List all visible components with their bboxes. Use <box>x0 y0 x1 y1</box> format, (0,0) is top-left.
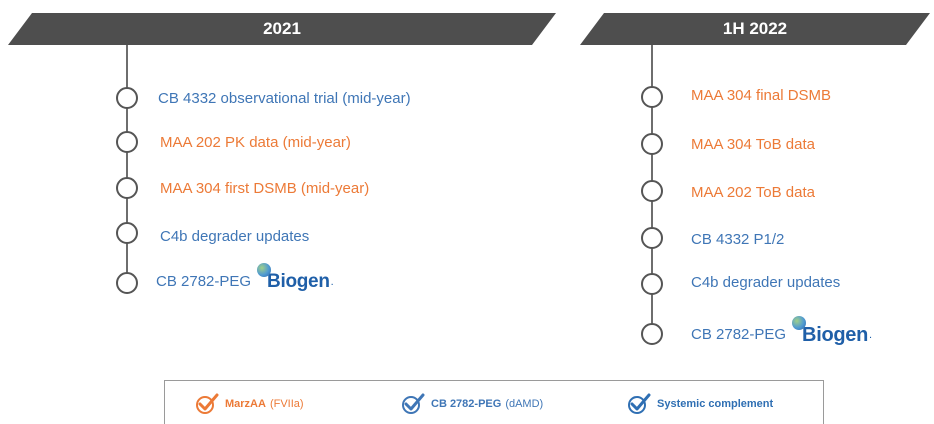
timeline-line-2021 <box>126 45 128 285</box>
timeline-node <box>641 273 663 295</box>
legend-sub: (FVIIa) <box>269 398 304 410</box>
milestone-label: CB 4332 P1/2 <box>691 231 785 248</box>
biogen-wordmark: Biogen <box>802 324 869 346</box>
year-1h2022-header: 1H 2022 <box>580 13 930 45</box>
milestone-label-with-partner: CB 2782-PEG Biogen. <box>156 263 334 292</box>
orange-checkmark-icon <box>196 393 219 414</box>
milestone-label: CB 2782-PEG <box>156 273 252 290</box>
milestone-label: CB 4332 observational trial (mid-year) <box>158 90 411 107</box>
biogen-wordmark: Biogen <box>267 271 330 292</box>
timeline-node <box>641 227 663 249</box>
timeline-node <box>641 133 663 155</box>
legend-name: Systemic complement <box>657 398 774 410</box>
biogen-orb-icon <box>792 316 807 330</box>
milestone-label: MAA 304 final DSMB <box>691 87 832 104</box>
milestone-label: MAA 202 ToB data <box>691 184 815 201</box>
legend-item-systemic-complement: Systemic complement <box>627 393 773 415</box>
milestone-label: MAA 304 first DSMB (mid-year) <box>160 180 370 197</box>
legend-item-cb2782: CB 2782-PEG (dAMD) <box>401 393 543 415</box>
year-2021-header: 2021 <box>8 13 556 45</box>
timeline-node <box>641 180 663 202</box>
milestone-label: MAA 304 ToB data <box>691 136 815 153</box>
blue-checkmark-icon <box>402 393 425 414</box>
timeline-node <box>116 272 138 294</box>
legend-sub: (dAMD) <box>505 398 544 410</box>
year-1h2022-header-text: 1H 2022 <box>722 19 788 38</box>
legend-name: CB 2782-PEG <box>431 398 502 410</box>
timeline-node <box>116 177 138 199</box>
legend-item-marzaa: MarzAA (FVIIa) <box>195 393 304 415</box>
timeline-node <box>116 87 138 109</box>
biogen-logo: Biogen. <box>257 263 334 292</box>
milestone-label: CB 2782-PEG <box>691 326 787 343</box>
legend-box: MarzAA (FVIIa) CB 2782-PEG (dAMD) System… <box>164 380 824 424</box>
timeline-node <box>641 323 663 345</box>
legend-name: MarzAA <box>225 398 266 410</box>
timeline-node <box>116 222 138 244</box>
biogen-orb-icon <box>257 263 272 277</box>
milestone-label-with-partner: CB 2782-PEG Biogen. <box>691 316 872 346</box>
milestone-label: C4b degrader updates <box>160 228 310 245</box>
biogen-logo: Biogen. <box>792 316 872 346</box>
timeline-node <box>116 131 138 153</box>
timeline-node <box>641 86 663 108</box>
blue-checkmark-icon <box>628 393 651 414</box>
year-2021-header-text: 2021 <box>263 19 301 38</box>
milestone-label: MAA 202 PK data (mid-year) <box>160 134 351 151</box>
milestone-label: C4b degrader updates <box>691 274 841 291</box>
